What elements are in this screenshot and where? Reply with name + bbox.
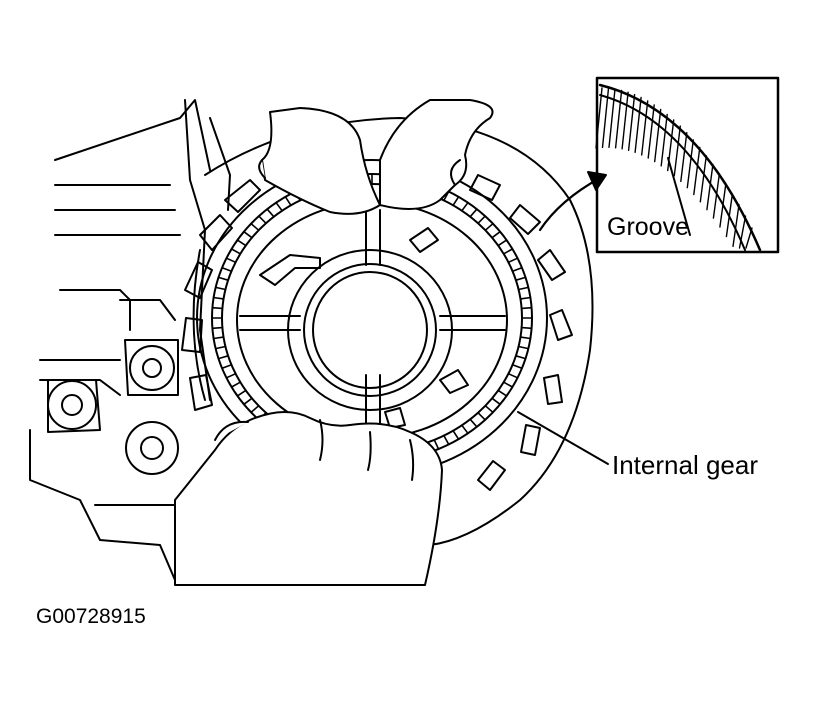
- gear-tooth: [497, 239, 508, 247]
- inset-groove-tooth: [699, 155, 707, 203]
- inset-groove-tooth: [601, 87, 610, 149]
- inset-groove-tooth: [680, 131, 688, 183]
- gear-tooth: [212, 336, 225, 340]
- clutch-plate-lugs: [181, 174, 573, 491]
- groove-label: Groove: [607, 213, 689, 241]
- gear-tooth: [225, 257, 237, 264]
- gear-tooth: [517, 286, 530, 291]
- inset-groove-tooth: [693, 146, 701, 196]
- gear-tooth: [519, 296, 532, 300]
- gear-tooth: [211, 326, 224, 330]
- outer-housing-ring: [192, 117, 594, 546]
- gear-tooth: [477, 215, 486, 224]
- gear-tooth: [214, 286, 227, 291]
- gear-tooth: [221, 363, 233, 370]
- carrier-plate: [236, 201, 508, 439]
- gear-tooth: [284, 196, 292, 207]
- inset-groove-tooth: [614, 89, 623, 149]
- gear-tooth: [275, 201, 283, 212]
- inset-groove-tooth: [621, 91, 629, 150]
- inset-groove-tooth: [686, 139, 694, 189]
- gear-tooth: [519, 336, 532, 340]
- gear-tooth: [469, 208, 478, 218]
- inset-groove-teeth: [595, 87, 753, 249]
- gear-tooth: [491, 397, 501, 406]
- internal-gear-leader-line: [517, 411, 609, 465]
- gear-tooth: [217, 354, 229, 360]
- inset-groove-tooth: [627, 93, 636, 152]
- gear-tooth: [507, 372, 519, 379]
- inset-groove-tooth: [660, 113, 668, 167]
- groove-detail-inset: [595, 76, 780, 254]
- inset-groove-tooth: [719, 182, 727, 228]
- gear-tooth: [258, 215, 267, 224]
- gear-tooth: [520, 326, 533, 330]
- gear-tooth: [230, 248, 242, 255]
- gear-tooth: [250, 222, 260, 231]
- gear-tooth: [520, 306, 533, 310]
- gear-tooth: [236, 389, 247, 397]
- gear-tooth: [507, 257, 519, 264]
- inset-groove-tooth: [738, 215, 747, 249]
- internal-gear-label: Internal gear: [612, 450, 758, 480]
- figure-id-label: G00728915: [36, 605, 146, 628]
- gear-tooth: [517, 345, 530, 350]
- arrow-icon: [538, 171, 607, 232]
- gear-tooth: [243, 230, 253, 239]
- gear-tooth: [211, 306, 224, 310]
- hand-bottom: [174, 410, 443, 586]
- gear-tooth: [497, 389, 508, 397]
- center-hub: [287, 249, 453, 411]
- gear-tooth: [484, 404, 494, 414]
- gear-tooth: [491, 230, 501, 239]
- gear-tooth: [225, 372, 237, 379]
- gear-tooth: [461, 201, 469, 212]
- gear-tooth: [469, 418, 478, 428]
- gear-tooth: [243, 397, 253, 406]
- groove-pointer-line: [667, 157, 691, 236]
- gear-tooth: [230, 381, 242, 388]
- gear-tooth: [452, 196, 460, 207]
- inset-groove-tooth: [745, 227, 753, 249]
- inset-groove-tooth: [634, 96, 642, 154]
- gear-tooth: [477, 411, 486, 421]
- gear-tooth: [212, 296, 225, 300]
- gear-tooth: [452, 429, 460, 440]
- inset-groove-tooth: [641, 100, 649, 156]
- inset-groove-tooth: [712, 172, 721, 219]
- gear-tooth: [433, 439, 440, 450]
- gear-tooth: [236, 239, 247, 247]
- gear-tooth: [214, 345, 227, 350]
- gear-tooth: [511, 266, 523, 273]
- inset-groove-tooth: [706, 163, 714, 211]
- gear-tooth: [502, 381, 514, 388]
- inset-groove-tooth: [654, 108, 662, 163]
- gear-tooth: [461, 424, 469, 435]
- inset-groove-tooth: [725, 193, 734, 238]
- gear-tooth: [443, 434, 450, 446]
- gear-tooth: [515, 276, 527, 282]
- gear-tooth: [221, 266, 233, 273]
- inset-groove-tooth: [673, 125, 681, 177]
- gear-tooth: [511, 363, 523, 370]
- inset-groove-tooth: [647, 104, 655, 159]
- mounting-bosses: [47, 339, 179, 475]
- gear-tooth: [502, 248, 514, 255]
- gear-tooth: [217, 276, 229, 282]
- inset-groove-tooth: [595, 87, 603, 149]
- gear-tooth: [250, 404, 260, 414]
- gear-tooth: [266, 208, 275, 218]
- hand-top-left: [258, 107, 381, 215]
- gear-tooth: [515, 354, 527, 360]
- hand-top-right: [379, 99, 494, 210]
- inset-groove-tooth: [732, 203, 740, 248]
- inset-groove-tooth: [608, 88, 616, 149]
- gear-tooth: [484, 222, 494, 231]
